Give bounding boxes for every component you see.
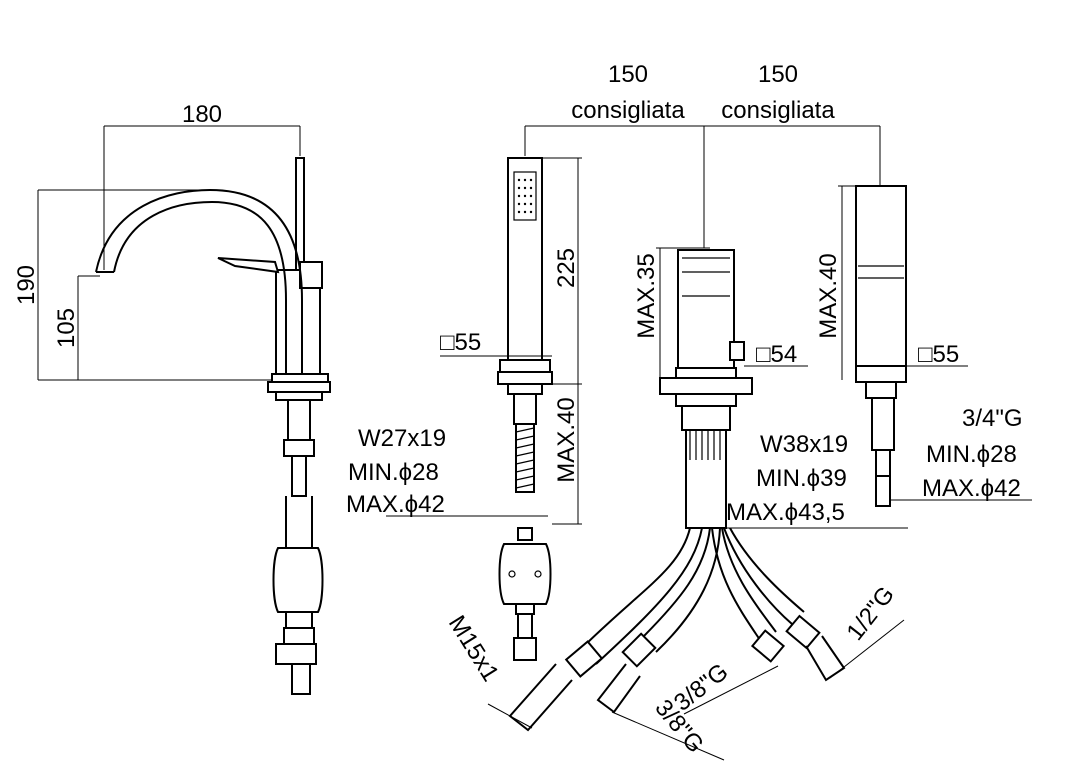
diverter-spec-3: MAX.ϕ42: [922, 475, 1021, 502]
mixer-max-label: MAX.35: [633, 253, 660, 338]
total-height-label: 190: [13, 265, 40, 305]
mixer-dimensions: MAX.35 □54 W38x19 MIN.ϕ39 MAX.ϕ43,5: [633, 247, 908, 529]
spacing-right-value: 150: [758, 61, 798, 88]
g38-a-label: 3/8"G: [669, 658, 733, 717]
mixer-side-label: □54: [756, 341, 797, 368]
nozzle-dots: [517, 178, 533, 214]
handshower-spec-3: MAX.ϕ42: [346, 491, 445, 518]
spacing-right-label: consigliata: [721, 97, 835, 124]
diverter-max-label: MAX.40: [815, 253, 842, 338]
mixer-hoses: [508, 527, 846, 732]
handshower-max-label: MAX.40: [553, 397, 580, 482]
mixer-view: [659, 249, 753, 529]
mixer-spec-1: W38x19: [760, 431, 848, 458]
handshower-spec-1: W27x19: [358, 425, 446, 452]
connection-labels: M15x1 3/8"G 3/8"G 1/2"G: [443, 581, 905, 761]
handshower-dimensions: 225 □55 MAX.40 W27x19 MIN.ϕ28 MAX.ϕ42: [346, 157, 582, 525]
diverter-dimensions: MAX.40 □55 3/4"G MIN.ϕ28 MAX.ϕ42: [815, 185, 1032, 502]
m15-label: M15x1: [443, 611, 504, 686]
g12-label: 1/2"G: [841, 581, 900, 645]
spacing-dimensions: 150 consigliata 150 consigliata: [524, 61, 881, 248]
handshower-base-label: □55: [440, 329, 481, 356]
diverter-spec-1: 3/4"G: [962, 405, 1023, 432]
diverter-spec-2: MIN.ϕ28: [926, 441, 1017, 468]
spout-reach-label: 180: [182, 101, 222, 128]
diverter-base-label: □55: [918, 341, 959, 368]
handshower-length-label: 225: [553, 248, 580, 288]
spacing-left-label: consigliata: [571, 97, 685, 124]
mixer-spec-3: MAX.ϕ43,5: [726, 499, 845, 526]
diverter-view: [855, 185, 907, 507]
spout-dimensions: 180 190 105: [13, 101, 301, 381]
spacing-left-value: 150: [608, 61, 648, 88]
handshower-spec-2: MIN.ϕ28: [348, 459, 439, 486]
spout-side-view: [95, 157, 331, 695]
handshower-view: [497, 157, 553, 661]
outlet-height-label: 105: [53, 308, 80, 348]
mixer-spec-2: MIN.ϕ39: [756, 465, 847, 492]
